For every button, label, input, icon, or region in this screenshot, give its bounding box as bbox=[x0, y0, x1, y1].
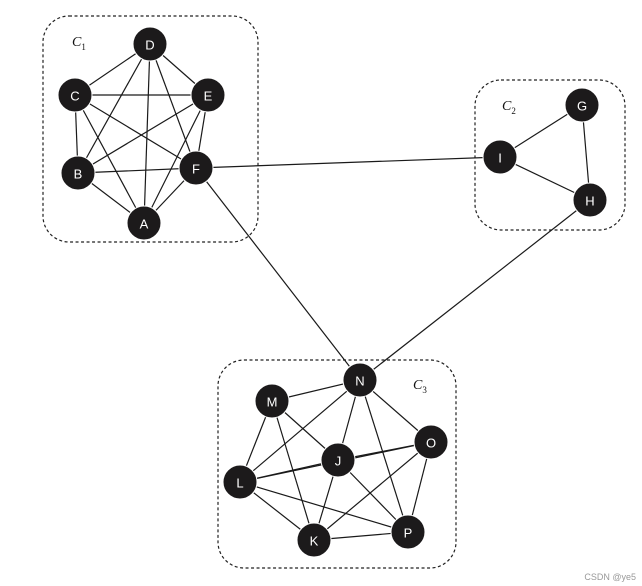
node-circle-l bbox=[222, 464, 258, 500]
node-circle-a bbox=[126, 205, 162, 241]
node-h: H bbox=[572, 182, 608, 218]
node-label-g: G bbox=[577, 99, 587, 114]
cluster-label-c3: C3 bbox=[413, 378, 427, 395]
edge-k-o bbox=[313, 441, 432, 541]
node-label-a: A bbox=[140, 217, 149, 232]
node-circle-i bbox=[482, 139, 518, 175]
node-label-d: D bbox=[145, 38, 154, 53]
node-label-l: L bbox=[236, 476, 243, 491]
nodes-layer: A B C D E F G H I J K L M N O P bbox=[57, 26, 608, 558]
node-i: I bbox=[482, 139, 518, 175]
node-label-e: E bbox=[204, 89, 213, 104]
node-label-h: H bbox=[585, 194, 594, 209]
node-p: P bbox=[390, 514, 426, 550]
node-label-o: O bbox=[426, 436, 436, 451]
node-b: B bbox=[60, 155, 96, 191]
node-g: G bbox=[564, 87, 600, 123]
node-d: D bbox=[132, 26, 168, 62]
node-m: M bbox=[254, 383, 290, 419]
node-label-n: N bbox=[355, 374, 364, 389]
cluster-box-c3 bbox=[217, 359, 457, 569]
edge-h-n bbox=[359, 199, 591, 381]
node-label-m: M bbox=[267, 395, 278, 410]
node-c: C bbox=[57, 77, 93, 113]
node-label-i: I bbox=[498, 151, 502, 166]
node-circle-b bbox=[60, 155, 96, 191]
node-circle-k bbox=[296, 522, 332, 558]
node-label-b: B bbox=[74, 167, 83, 182]
cluster-box-c2 bbox=[474, 79, 626, 231]
node-circle-h bbox=[572, 182, 608, 218]
edge-a-d bbox=[143, 43, 151, 224]
node-circle-c bbox=[57, 77, 93, 113]
node-label-k: K bbox=[310, 534, 319, 549]
edge-b-e bbox=[77, 94, 209, 174]
node-k: K bbox=[296, 522, 332, 558]
node-j: J bbox=[320, 442, 356, 478]
node-label-f: F bbox=[192, 162, 200, 177]
node-circle-j bbox=[320, 442, 356, 478]
node-circle-d bbox=[132, 26, 168, 62]
node-f: F bbox=[178, 150, 214, 186]
edge-f-n bbox=[195, 167, 361, 381]
node-circle-m bbox=[254, 383, 290, 419]
node-n: N bbox=[342, 362, 378, 398]
watermark: CSDN @ye5 bbox=[584, 572, 636, 582]
node-label-p: P bbox=[404, 526, 413, 541]
cluster-label-c1: C1 bbox=[72, 35, 86, 52]
edge-b-f bbox=[77, 167, 197, 174]
node-circle-e bbox=[190, 77, 226, 113]
node-a: A bbox=[126, 205, 162, 241]
node-o: O bbox=[413, 424, 449, 460]
edge-n-l bbox=[239, 379, 361, 483]
node-l: L bbox=[222, 464, 258, 500]
edge-a-c bbox=[74, 94, 145, 224]
edge-b-d bbox=[77, 43, 151, 174]
node-e: E bbox=[190, 77, 226, 113]
edge-d-f bbox=[149, 43, 197, 169]
node-circle-f bbox=[178, 150, 214, 186]
node-circle-g bbox=[564, 87, 600, 123]
edge-n-p bbox=[359, 379, 409, 533]
node-label-c: C bbox=[70, 89, 79, 104]
edge-f-i bbox=[195, 156, 501, 169]
edge-c-f bbox=[74, 94, 197, 169]
node-circle-p bbox=[390, 514, 426, 550]
node-circle-n bbox=[342, 362, 378, 398]
node-label-j: J bbox=[335, 454, 342, 469]
cluster-label-c2: C2 bbox=[502, 99, 516, 116]
edge-a-e bbox=[143, 94, 209, 224]
node-circle-o bbox=[413, 424, 449, 460]
